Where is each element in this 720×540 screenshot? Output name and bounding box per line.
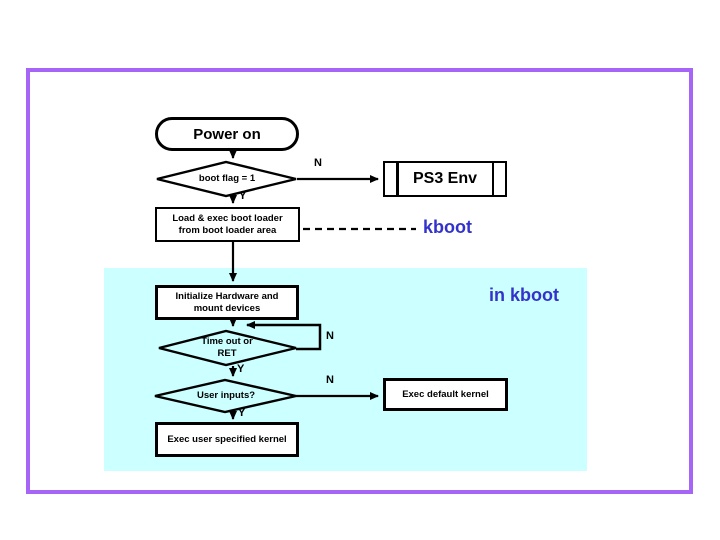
init-hardware-line1: Initialize Hardware and [175,290,279,302]
user-inputs-label: User inputs? [196,390,256,401]
ps3-env-node: PS3 Env [383,161,507,197]
time-out-yes-label: Y [237,363,245,375]
boot-flag-yes-label: Y [239,190,247,202]
user-inputs-yes-label: Y [238,407,246,419]
time-out-no-label: N [326,330,334,342]
power-on-node: Power on [155,117,299,151]
kboot-label: kboot [423,217,472,237]
user-inputs-no-label: N [326,374,334,386]
time-out-line1: Time out or [201,336,253,347]
in-kboot-label: in kboot [489,285,559,305]
exec-default-kernel-node: Exec default kernel [383,378,508,411]
boot-flag-label: boot flag = 1 [198,173,256,184]
init-hardware-line2: mount devices [193,302,261,314]
init-hardware-node: Initialize Hardware and mount devices [155,285,299,320]
ps3-env-label: PS3 Env [412,170,478,187]
power-on-label: Power on [193,125,261,143]
exec-default-kernel-label: Exec default kernel [402,388,489,400]
exec-user-kernel-node: Exec user specified kernel [155,422,299,457]
load-boot-loader-node: Load & exec boot loader from boot loader… [155,207,300,242]
load-boot-loader-line2: from boot loader area [178,224,277,236]
load-boot-loader-line1: Load & exec boot loader [172,212,283,224]
time-out-label: Time out or RET [160,336,294,359]
exec-user-kernel-label: Exec user specified kernel [167,433,287,445]
boot-flag-no-label: N [314,157,322,169]
time-out-line2: RET [217,347,237,359]
slide-frame [26,68,693,494]
